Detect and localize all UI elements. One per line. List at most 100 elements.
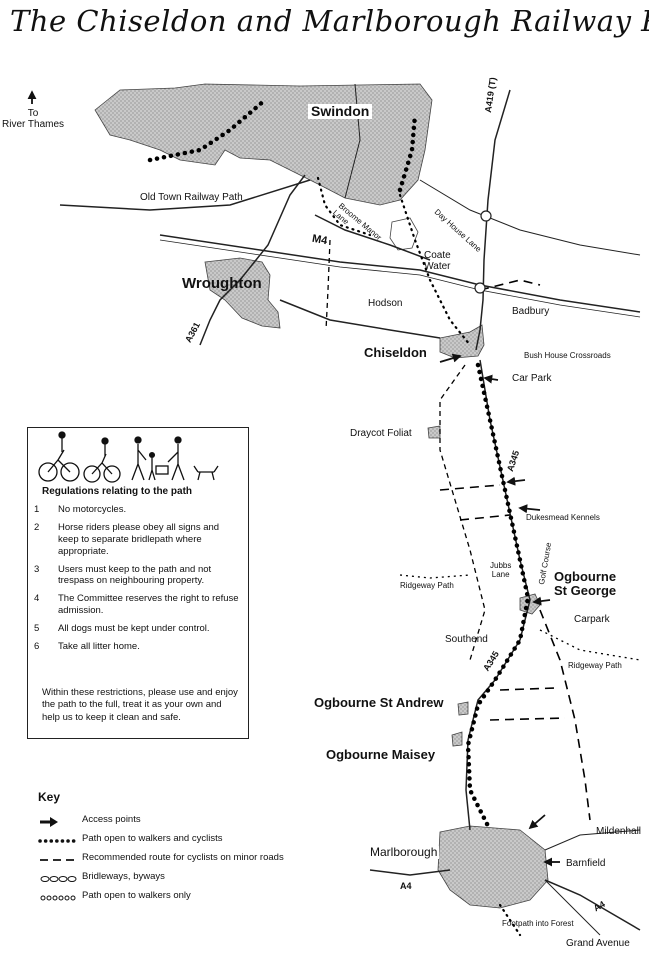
cycle-route-link-1 xyxy=(439,484,501,491)
marlborough-label: Marlborough xyxy=(368,845,440,860)
a361-road xyxy=(199,174,306,346)
swindon-label: Swindon xyxy=(308,103,373,120)
key-item-walkers-only: Path open to walkers only xyxy=(38,890,338,908)
wroughton-label: Wroughton xyxy=(182,275,262,292)
access-arrow xyxy=(518,504,541,514)
walker-figure xyxy=(131,444,147,481)
cyclist-head xyxy=(58,431,66,439)
key-item-access-points: Access points xyxy=(38,814,338,832)
dog-figure xyxy=(193,465,219,481)
ogbourne-st-andrew-area xyxy=(457,701,469,716)
a345-road xyxy=(465,359,531,831)
regulation-text: Users must keep to the path and not tres… xyxy=(58,563,212,587)
bicycle-wheel xyxy=(60,462,80,482)
cyclist-figure xyxy=(91,444,113,475)
carpark-label: Carpark xyxy=(574,614,610,625)
old-town-railway-path-label: Old Town Railway Path xyxy=(140,192,243,203)
path-users-illustration xyxy=(38,431,219,483)
regulation-text: All dogs must be kept under control. xyxy=(58,623,210,634)
key-item-label: Bridleways, byways xyxy=(82,871,165,882)
minor-road-2 xyxy=(279,299,441,339)
wroughton-urban-area xyxy=(204,257,281,329)
broome-manor-path xyxy=(316,176,372,237)
access-arrow xyxy=(532,596,551,606)
grand-avenue-label: Grand Avenue xyxy=(566,938,630,949)
access-arrow xyxy=(528,814,546,830)
regulation-item: 3 Users must keep to the path and not tre… xyxy=(34,564,242,588)
marlborough-urban-area xyxy=(437,825,549,909)
key-item-label: Path open to walkers only xyxy=(82,890,191,901)
m4-motorway xyxy=(159,234,641,313)
badbury-label: Badbury xyxy=(512,306,550,317)
roundabout xyxy=(474,282,486,294)
access-arrow xyxy=(506,476,526,486)
ridgeway-path-west-label: Ridgeway Path xyxy=(400,581,454,590)
north-road xyxy=(344,83,361,199)
to-river-thames-label: To River Thames xyxy=(2,108,65,130)
cycle-route-badbury xyxy=(479,279,541,291)
regulation-number: 5 xyxy=(34,623,40,634)
regulation-text: The Committee reserves the right to refu… xyxy=(58,593,239,617)
regulation-number: 3 xyxy=(34,563,40,575)
southend-label: Southend xyxy=(445,634,488,645)
a4-road-west xyxy=(369,869,451,876)
cycle-route-link-3 xyxy=(499,687,556,691)
regulation-text: No motorcycles. xyxy=(58,504,127,515)
cycle-route-link-4 xyxy=(489,717,566,721)
walker-child-figure xyxy=(148,458,156,481)
solid-dots-icon xyxy=(38,839,80,843)
bicycle-wheel xyxy=(38,462,58,482)
draycot-foliat-area xyxy=(427,425,441,439)
eastern-road xyxy=(419,179,641,256)
regulation-text: Take all litter home. xyxy=(58,640,140,652)
bridleway-chiseldon-west xyxy=(439,364,486,661)
old-town-railway-path xyxy=(147,97,268,163)
bicycle-wheel xyxy=(83,465,101,483)
open-circles-icon xyxy=(40,895,76,901)
regulations-footer: Within these restrictions, please use an… xyxy=(42,687,238,723)
car-park-label: Car Park xyxy=(512,373,552,384)
coate-water-area xyxy=(389,217,419,251)
access-arrow xyxy=(483,374,499,384)
ogbourne-st-andrew-label: Ogbourne St Andrew xyxy=(314,695,444,710)
regulation-number: 4 xyxy=(34,593,40,605)
regulation-number: 6 xyxy=(34,640,40,652)
roundabout xyxy=(480,210,492,222)
dashes-icon xyxy=(40,859,78,861)
mildenhall-label: Mildenhall xyxy=(596,826,642,837)
walker-head xyxy=(134,436,142,444)
coate-to-chiseldon-path xyxy=(398,193,472,347)
footpath-into-forest-label: Footpath into Forest xyxy=(502,919,574,928)
hodson-label: Hodson xyxy=(368,298,403,309)
mildenhall-road xyxy=(544,829,641,851)
main-railway-path xyxy=(465,362,531,833)
barnfield-label: Barnfield xyxy=(566,858,606,869)
key-item-label: Recommended route for cyclists on minor … xyxy=(82,852,284,863)
ogbourne-maisey-label: Ogbourne Maisey xyxy=(326,747,436,762)
access-arrow-icon xyxy=(40,817,58,827)
a4-west-label: A4 xyxy=(400,881,412,891)
roads xyxy=(59,83,641,936)
old-town-road xyxy=(59,179,311,211)
map-key: Key Access points Path open to walkers a… xyxy=(38,790,328,910)
bridleway-icon xyxy=(40,876,77,882)
swindon-urban-area xyxy=(94,83,433,206)
ogbourne-maisey-area xyxy=(451,731,463,747)
regulation-number: 1 xyxy=(34,504,40,515)
cyclist-head xyxy=(101,437,109,445)
walker-head xyxy=(174,436,182,444)
key-item-label: Path open to walkers and cyclists xyxy=(82,833,223,844)
regulation-number: 2 xyxy=(34,521,40,533)
coate-water-label: Coate Water xyxy=(424,250,451,272)
swindon-link-path xyxy=(397,112,418,193)
regulation-item: 1 No motorcycles. xyxy=(34,504,242,516)
jubbs-lane-label: Jubbs Lane xyxy=(490,561,512,579)
walker-pram-figure xyxy=(167,444,185,481)
railway-path-walkers-cyclists xyxy=(147,97,531,833)
chiseldon-urban-area xyxy=(439,324,485,359)
key-item-label: Access points xyxy=(82,814,141,825)
ogbourne-st-george-label: Ogbourne St George xyxy=(554,569,617,599)
grand-avenue-road xyxy=(544,879,601,936)
